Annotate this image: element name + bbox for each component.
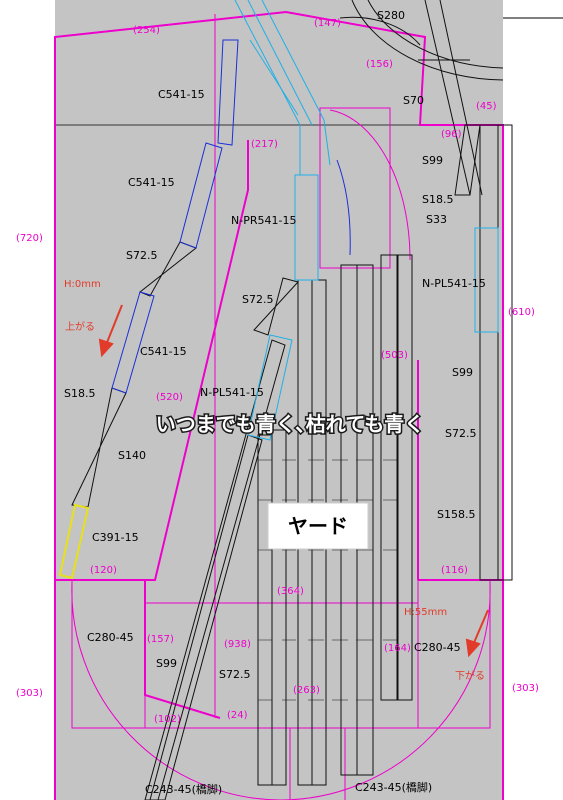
label-s33: S33: [426, 213, 447, 226]
diagonal-track-3: [144, 339, 286, 800]
label-s72-5-right: S72.5: [445, 427, 476, 440]
dim-45: (45): [476, 101, 497, 112]
yard-entry-arc: [329, 109, 411, 261]
dim-263: (263): [293, 685, 320, 696]
yard-track-8: [397, 254, 413, 701]
dim-938: (938): [224, 639, 251, 650]
label-s99-right2: S99: [452, 366, 473, 379]
blue-curves: [111, 39, 351, 394]
cyan-lead-2: [247, 0, 313, 126]
dim-102: (102): [154, 714, 181, 725]
label-c541-b: C541-15: [128, 176, 175, 189]
dim-720: (720): [16, 233, 43, 244]
track-labels: S280 S70 C541-15 C541-15 C541-15 S99 S18…: [64, 9, 486, 796]
label-s72-5-bottom: S72.5: [219, 668, 250, 681]
upper-curve-2: [367, 0, 504, 69]
dim-503: (503): [381, 350, 408, 361]
dim-303-left: (303): [16, 688, 43, 699]
label-c243-right: C243-45(橋脚): [355, 780, 432, 794]
label-s158-5: S158.5: [437, 508, 475, 521]
dim-610: (610): [508, 307, 535, 318]
c541-curve-upper: [217, 39, 239, 146]
yard-track-2: [271, 429, 287, 786]
dim-147: (147): [314, 18, 341, 29]
down-arrow-head: [465, 638, 481, 658]
cyan-turnouts: [234, 0, 499, 441]
label-s72-5-left: S72.5: [126, 249, 157, 262]
label-s18-5-left: S18.5: [64, 387, 95, 400]
upper-curve-3: [339, 16, 421, 46]
yard-label: ヤード: [288, 514, 348, 538]
upper-right-track-a: [424, 0, 471, 196]
height-mark-left: H:0mm: [64, 279, 101, 290]
dim-116: (116): [441, 565, 468, 576]
caption-overlay: いつまでも青く､枯れても青く: [156, 412, 424, 436]
label-npl541-mid: N-PL541-15: [200, 386, 264, 399]
label-s70: S70: [403, 94, 424, 107]
dim-520: (520): [156, 392, 183, 403]
cyan-lead-4: [249, 39, 299, 116]
label-c541-c: C541-15: [140, 345, 187, 358]
label-s99-right: S99: [422, 154, 443, 167]
npl541-turnout-right: [474, 227, 499, 333]
label-npr541: N-PR541-15: [231, 214, 296, 227]
npr-curve: [336, 159, 351, 256]
c541-curve-mid: [179, 142, 223, 249]
dimension-labels: (720) (610) (303) (303) (254) (147) (156…: [16, 18, 539, 725]
yard-label-box: [267, 502, 369, 550]
label-c280-left: C280-45: [87, 631, 134, 644]
height-marks: H:0mm H:55mm 上がる 下がる: [64, 279, 485, 682]
label-npl541-right: N-PL541-15: [422, 277, 486, 290]
npl541-turnout-mid: [247, 334, 293, 441]
dim-164: (164): [384, 643, 411, 654]
helper-lines: [71, 14, 491, 800]
cyan-lead-1: [234, 0, 301, 126]
slope-mark-up: 上がる: [65, 320, 95, 333]
npr541-turnout: [294, 174, 319, 281]
label-s18-5-right: S18.5: [422, 193, 453, 206]
slope-arrows: [98, 304, 489, 658]
label-c391: C391-15: [92, 531, 139, 544]
yard-track-10: [497, 124, 513, 581]
c391-yellow-segment: [58, 503, 90, 580]
dim-364: (364): [277, 586, 304, 597]
diagonal-track-2: [149, 434, 263, 800]
up-arrow-head: [98, 338, 114, 358]
dim-120: (120): [90, 565, 117, 576]
lower-right-loop-arc: [279, 581, 491, 800]
lower-left-loop-arc: [71, 581, 281, 800]
label-s72-5-mid: S72.5: [242, 293, 273, 306]
c541-curve-lower: [111, 291, 155, 394]
cyan-lead-6: [323, 119, 331, 166]
dim-217: (217): [251, 139, 278, 150]
diagonal-track-5: [253, 277, 299, 336]
dim-254: (254): [133, 25, 160, 36]
label-c243-left: C243-45(橋脚): [145, 782, 222, 796]
dim-157: (157): [147, 634, 174, 645]
label-c541-a: C541-15: [158, 88, 205, 101]
label-c280-right: C280-45: [414, 641, 461, 654]
diagonal-track-6: [454, 124, 481, 196]
cyan-lead-3: [261, 0, 325, 121]
upper-loop-tracks: [339, 0, 504, 196]
dim-156: (156): [366, 59, 393, 70]
lower-left-box: [71, 579, 146, 729]
dim-96: (96): [441, 129, 462, 140]
label-s140: S140: [118, 449, 146, 462]
down-arrow-shaft: [472, 609, 489, 646]
label-s99-bottom: S99: [156, 657, 177, 670]
dim-303-right: (303): [512, 683, 539, 694]
dim-24: (24): [227, 710, 248, 721]
yard-entry-box: [319, 107, 391, 269]
up-arrow-shaft: [105, 304, 123, 346]
label-s280: S280: [377, 9, 405, 22]
height-mark-right: H:55mm: [404, 607, 447, 618]
slope-mark-down: 下がる: [455, 669, 485, 682]
